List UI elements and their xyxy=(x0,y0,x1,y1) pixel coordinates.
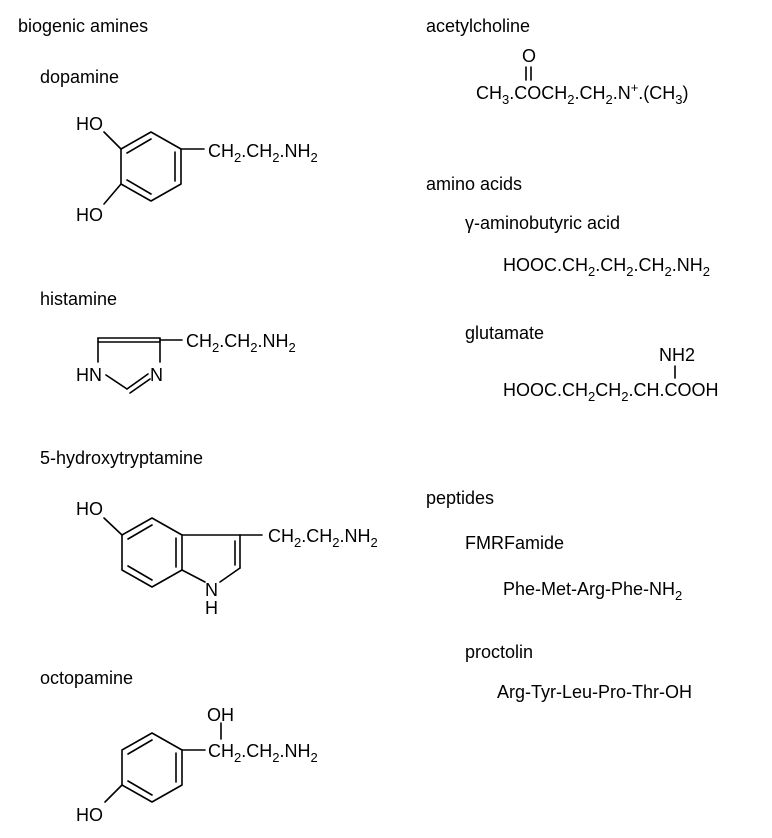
dopamine-oh-bond-top xyxy=(103,131,122,150)
biogenic-amines-heading: biogenic amines xyxy=(18,16,148,36)
glutamate-name: glutamate xyxy=(465,323,544,343)
histamine-structure: histamine HN N CH2.CH2.NH2 xyxy=(40,289,296,394)
histamine-name: histamine xyxy=(40,289,117,309)
proctolin-sequence: Arg-Tyr-Leu-Pro-Thr-OH xyxy=(497,682,692,702)
acetylcholine-formula: CH3.COCH2.CH2.N+.(CH3) xyxy=(476,80,689,107)
glutamate-formula: HOOC.CH2CH2.CH.COOH xyxy=(503,380,718,404)
dopamine-oh-bond-bottom xyxy=(103,183,122,205)
glutamate-nh2: NH2 xyxy=(659,345,695,365)
serotonin-side-chain: CH2.CH2.NH2 xyxy=(268,526,378,550)
acetylcholine-structure: acetylcholine O CH3.COCH2.CH2.N+.(CH3) xyxy=(426,16,689,107)
dopamine-structure: dopamine HO HO CH2.CH2.NH2 xyxy=(40,67,318,225)
serotonin-ho: HO xyxy=(76,499,103,519)
histamine-imidazole-ring xyxy=(97,337,161,394)
dopamine-side-chain: CH2.CH2.NH2 xyxy=(208,141,318,165)
octopamine-name: octopamine xyxy=(40,668,133,688)
dopamine-ho-bottom: HO xyxy=(76,205,103,225)
serotonin-indole-ring xyxy=(121,517,241,588)
octopamine-ho: HO xyxy=(76,805,103,825)
proctolin-name: proctolin xyxy=(465,642,533,662)
octopamine-benzene-ring xyxy=(121,732,183,803)
fmrfamide-sequence: Phe-Met-Arg-Phe-NH2 xyxy=(503,579,682,603)
histamine-hn: HN xyxy=(76,365,102,385)
peptides-section: peptides FMRFamide Phe-Met-Arg-Phe-NH2 p… xyxy=(426,488,692,702)
acetylcholine-name: acetylcholine xyxy=(426,16,530,36)
acetylcholine-carbonyl-o: O xyxy=(522,46,536,66)
octopamine-side-chain: CH2.CH2.NH2 xyxy=(208,741,318,765)
serotonin-structure: 5-hydroxytryptamine HO N H CH2.CH2.NH2 xyxy=(40,448,378,618)
serotonin-name: 5-hydroxytryptamine xyxy=(40,448,203,468)
serotonin-n: N xyxy=(205,580,218,600)
amino-acids-heading: amino acids xyxy=(426,174,522,194)
amino-acids-section: amino acids γ-aminobutyric acid HOOC.CH2… xyxy=(426,174,718,404)
octopamine-structure: octopamine OH HO CH2.CH2.NH2 xyxy=(40,668,318,825)
serotonin-oh-bond xyxy=(103,517,123,536)
fmrfamide-name: FMRFamide xyxy=(465,533,564,553)
octopamine-ho-bond xyxy=(104,784,123,803)
gaba-formula: HOOC.CH2.CH2.CH2.NH2 xyxy=(503,255,710,279)
gaba-name: γ-aminobutyric acid xyxy=(465,213,620,233)
histamine-side-chain: CH2.CH2.NH2 xyxy=(186,331,296,355)
histamine-n: N xyxy=(150,365,163,385)
dopamine-name: dopamine xyxy=(40,67,119,87)
dopamine-benzene-ring xyxy=(120,131,182,202)
peptides-heading: peptides xyxy=(426,488,494,508)
octopamine-oh: OH xyxy=(207,705,234,725)
serotonin-h: H xyxy=(205,598,218,618)
dopamine-ho-top: HO xyxy=(76,114,103,134)
